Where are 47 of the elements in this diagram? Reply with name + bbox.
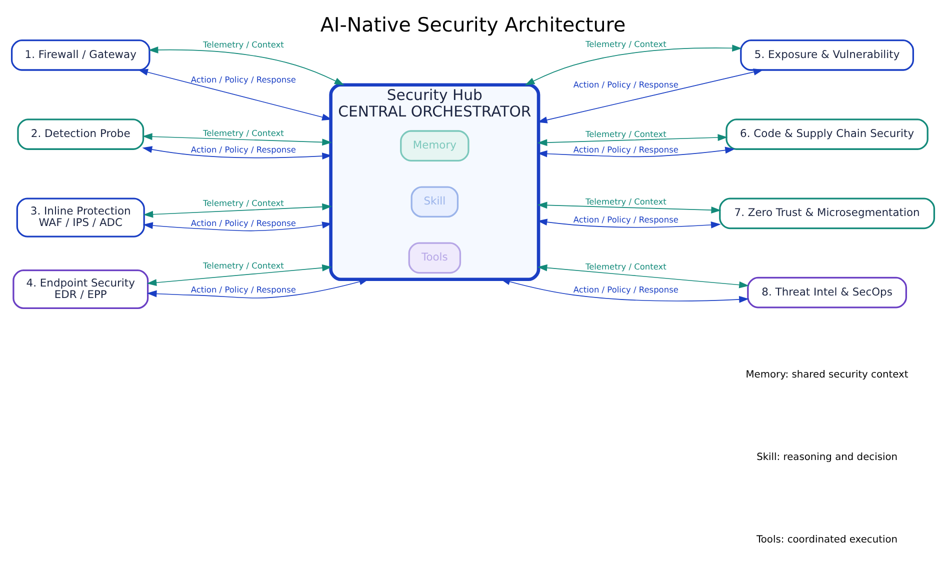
arrow bbox=[146, 278, 370, 298]
arrow bbox=[142, 222, 332, 232]
edge-label: Telemetry / Context bbox=[585, 196, 666, 206]
arrow bbox=[537, 264, 750, 288]
arrow bbox=[500, 278, 750, 303]
arrow bbox=[537, 68, 764, 124]
node-box: 3. Inline Protection WAF / IPS / ADC bbox=[16, 198, 145, 238]
arrow bbox=[537, 134, 728, 146]
edge-label: Telemetry / Context bbox=[585, 261, 666, 272]
node-box: 7. Zero Trust & Microsegmentation bbox=[719, 198, 936, 230]
edge-label: Action / Policy / Response bbox=[573, 79, 678, 90]
arrow bbox=[143, 203, 332, 218]
edge-label: Telemetry / Context bbox=[202, 40, 284, 50]
node-box: 5. Exposure & Vulnerability bbox=[740, 40, 914, 71]
legend-label: Skill: reasoning and decision bbox=[756, 452, 898, 463]
node-box: 6. Code & Supply Chain Security bbox=[726, 118, 928, 150]
arrow bbox=[537, 218, 721, 228]
arrow bbox=[537, 146, 736, 158]
edge-label: Action / Policy / Response bbox=[190, 74, 296, 84]
node-box: Tools bbox=[408, 242, 462, 274]
arrow bbox=[148, 46, 344, 86]
edge-label: Telemetry / Context bbox=[585, 128, 666, 139]
legend-label: Memory: shared security context bbox=[746, 370, 908, 381]
arrow bbox=[142, 133, 332, 146]
edge-label: Telemetry / Context bbox=[202, 128, 284, 138]
legend-label: Tools: coordinated execution bbox=[756, 534, 898, 546]
edge-label: Telemetry / Context bbox=[202, 260, 284, 271]
edge-label: Action / Policy / Response bbox=[190, 218, 296, 228]
arrow bbox=[142, 146, 332, 160]
edge-label: Action / Policy / Response bbox=[190, 144, 296, 154]
edge-label: Action / Policy / Response bbox=[573, 214, 678, 224]
edge-label: Action / Policy / Response bbox=[190, 284, 296, 295]
node-box: 1. Firewall / Gateway bbox=[10, 40, 150, 71]
edge-label: Action / Policy / Response bbox=[573, 144, 678, 154]
arrow bbox=[138, 68, 332, 121]
node-box: Memory bbox=[400, 130, 470, 162]
edge-label: Telemetry / Context bbox=[585, 38, 666, 49]
arrow bbox=[524, 44, 742, 86]
arrow bbox=[537, 202, 722, 214]
node-box: 8. Threat Intel & SecOps bbox=[747, 276, 907, 308]
diagram-title: AI-Native Security Architecture bbox=[320, 13, 626, 36]
node-box: 2. Detection Probe bbox=[17, 118, 144, 150]
node-box: 4. Endpoint Security EDR / EPP bbox=[12, 269, 149, 310]
arrow bbox=[146, 264, 332, 286]
edge-label: Telemetry / Context bbox=[202, 198, 284, 208]
edge-label: Action / Policy / Response bbox=[573, 284, 678, 295]
node-box: Skill bbox=[410, 186, 459, 218]
